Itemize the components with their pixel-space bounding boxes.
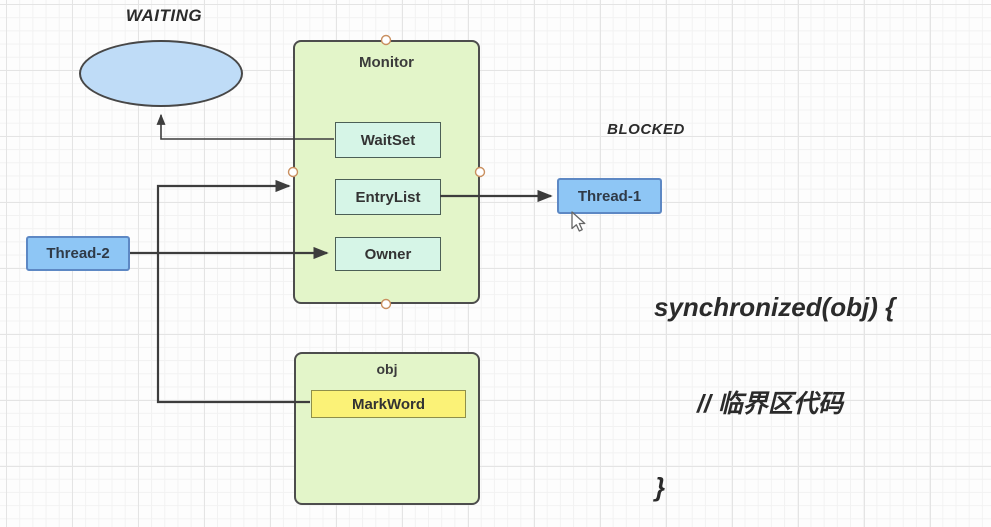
waitset-field[interactable]: WaitSet (335, 122, 441, 158)
waiting-state-label[interactable]: WAITING (125, 6, 203, 25)
code-closing-brace[interactable]: } (655, 472, 666, 502)
obj-title: obj (376, 361, 398, 377)
connector-markword-to-monitor[interactable] (156, 179, 310, 404)
blocked-state-label[interactable]: BLOCKED (607, 121, 685, 138)
thread1-node[interactable]: Thread-1 (557, 178, 662, 214)
code-critical-section-comment[interactable]: // 临界区代码 (697, 390, 843, 418)
monitor-box[interactable]: Monitor WaitSet EntryList Owner (293, 40, 480, 304)
entrylist-field[interactable]: EntryList (335, 179, 441, 215)
code-synchronized-line[interactable]: synchronized(obj) { (654, 292, 896, 322)
markword-field[interactable]: MarkWord (311, 390, 466, 418)
monitor-title: Monitor (359, 54, 414, 71)
obj-box[interactable]: obj MarkWord (294, 352, 480, 505)
waiting-ellipse-shape[interactable] (79, 40, 243, 107)
thread2-node[interactable]: Thread-2 (26, 236, 130, 271)
owner-field[interactable]: Owner (335, 237, 441, 271)
mouse-cursor-icon (571, 211, 586, 232)
